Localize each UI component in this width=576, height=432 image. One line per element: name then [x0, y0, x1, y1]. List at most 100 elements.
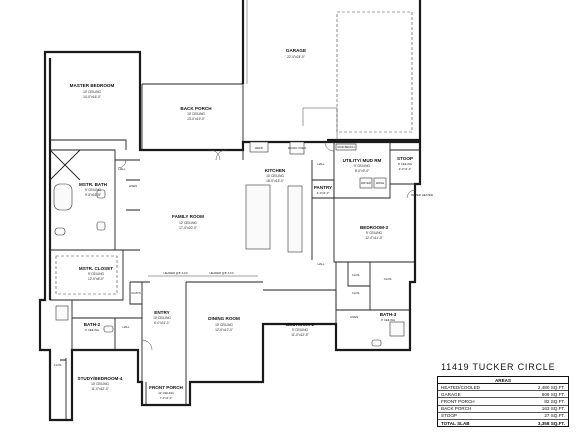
utility-name: UTILITY/ MUD RM	[343, 158, 382, 163]
closet-label: CLOS.	[54, 363, 63, 367]
utility-size: 8'-0"x9'-0"	[355, 169, 369, 173]
bedroom-2-ceiling: 9' CEILING	[292, 328, 309, 332]
plan-title: 11419 TUCKER CIRCLE	[441, 362, 556, 372]
areas-table: AREAS HEATED/COOLED 2,480 SQ.FT. GARAGE …	[437, 376, 569, 428]
stoop-ceiling: 8' CEILING	[398, 162, 412, 166]
front-porch-size: 7'-0"x6'-0"	[160, 396, 173, 400]
bath-2: BATH-2 9' CEILING HALL	[55, 300, 142, 350]
exterior-walls	[38, 50, 422, 422]
linen-label: LINEN	[129, 184, 137, 188]
dryer-label: DRYER	[361, 181, 371, 185]
areas-row: FRONT PORCH 82 SQ.FT.	[438, 398, 568, 406]
bath-3-ceiling: 9' CEILING	[381, 318, 395, 322]
areas-row-value: 3,358 SQ.FT.	[537, 420, 565, 426]
master-bedroom-size: 14'-0"x16'-0"	[83, 95, 101, 99]
areas-row-value: 606 SQ.FT.	[541, 391, 565, 397]
areas-row: HEATED/COOLED 2,480 SQ.FT.	[438, 384, 568, 392]
kitchen: REFR MICRO OVEN KITCHEN 10' CEILING 16'-…	[242, 141, 306, 253]
stoop-name: STOOP	[397, 156, 413, 161]
linen-label: LINEN	[350, 315, 358, 319]
utility-room: MUD BENCH DRYER WASH UTILITY/ MUD RM 9' …	[333, 142, 391, 199]
areas-row-label: HEATED/COOLED	[441, 384, 480, 390]
bath-2-ceiling: 9' CEILING	[85, 328, 99, 332]
mud-bench	[335, 143, 357, 151]
shower	[389, 321, 405, 337]
wash-label: WASH	[376, 181, 384, 185]
areas-row-label: GARAGE	[441, 391, 461, 397]
areas-row: STOOP 27 SQ.FT.	[438, 413, 568, 420]
sink-icon	[96, 189, 106, 199]
kitchen-counter	[287, 185, 303, 253]
study-bedroom-4: CLOS. STUDY/BEDROOM-4 10' CEILING 11'-0"…	[54, 349, 138, 420]
utility-ceiling: 9' CEILING	[354, 164, 371, 168]
areas-row: BACK PORCH 163 SQ.FT.	[438, 406, 568, 413]
kitchen-name: KITCHEN	[265, 168, 286, 173]
bedroom-3-size: 12'-0"x11'-0"	[365, 236, 383, 240]
study-name: STUDY/BEDROOM-4	[78, 376, 123, 381]
hall-label: HALL	[318, 262, 325, 266]
master-bath-ceiling: 9' CEILING	[85, 188, 102, 192]
refrigerator-label: REFR	[255, 146, 263, 150]
refrigerator	[249, 141, 269, 153]
areas-row-value: 2,480 SQ.FT.	[537, 384, 565, 390]
pantry-size: 4'-0"x5'-0"	[317, 191, 330, 195]
dining-room-size: 12'-0"x12'-0"	[215, 328, 233, 332]
right-wing-closets: CLOS. CLOS. CLOS. BATH-3 9' CEILING LINE…	[335, 262, 410, 347]
bedroom-2-name: BEDROOM-2	[286, 322, 315, 327]
entry: COATS ENTRY 10' CEILING 6'-0"x11'-1"	[129, 281, 171, 382]
family-room: HEADER @8' A.F.F. HEADER @8' A.F.F. FAMI…	[148, 214, 258, 277]
master-bedroom-name: MASTER BEDROOM	[70, 83, 115, 88]
entry-size: 6'-0"x11'-1"	[154, 321, 170, 325]
bedroom-3: BEDROOM-3 9' CEILING 12'-0"x11'-0"	[333, 198, 415, 263]
master-hall: HALL LINEN	[115, 159, 140, 251]
toilet-icon	[371, 339, 382, 347]
family-room-name: FAMILY ROOM	[172, 214, 204, 219]
master-closet-size: 12'-0"x8'-0"	[88, 277, 104, 281]
pantry: HALL PANTRY 4'-0"x5'-0" HALL	[311, 160, 335, 266]
areas-row-value: 82 SQ.FT.	[544, 398, 565, 404]
bath-2-name: BATH-2	[84, 322, 101, 327]
areas-row: GARAGE 606 SQ.FT.	[438, 391, 568, 399]
sink-icon	[96, 221, 106, 231]
areas-row-label: FRONT PORCH	[441, 398, 475, 404]
front-porch-ceiling: 10' CEILING	[158, 391, 174, 395]
back-porch-name: BACK PORCH	[180, 106, 212, 111]
garage-name: GARAGE	[286, 48, 306, 53]
bathtub-icon	[53, 183, 73, 211]
back-porch-size: 13'-0"x19'-0"	[187, 117, 205, 121]
study-size: 11'-0"x12'-0"	[91, 387, 109, 391]
header-label: HEADER @8' A.F.F.	[164, 271, 189, 275]
microwave-label: MICRO OVEN	[288, 146, 306, 150]
microwave-oven	[289, 141, 305, 155]
hall-label: HALL	[123, 325, 130, 329]
hall-label: HALL	[119, 167, 126, 171]
water-heater-label: WATER HEATER	[411, 193, 433, 197]
areas-header: AREAS	[438, 377, 568, 384]
master-closet: MSTR. CLOSET 9' CEILING 12'-0"x8'-0"	[49, 249, 124, 301]
garage: GARAGE 22'-0"x24'-0"	[241, 0, 422, 142]
family-room-ceiling: 12' CEILING	[179, 221, 197, 225]
garage-size: 22'-0"x24'-0"	[287, 55, 305, 59]
master-bath-name: MSTR. BATH	[79, 182, 108, 187]
areas-row-value: 27 SQ.FT.	[544, 413, 565, 419]
dining-room-ceiling: 10' CEILING	[215, 323, 233, 327]
entry-ceiling: 10' CEILING	[153, 316, 171, 320]
stoop: STOOP 8' CEILING 9'-0"x3'-0" WATER HEATE…	[390, 149, 433, 197]
family-room-size: 17'-0"x20'-0"	[179, 226, 197, 230]
kitchen-ceiling: 10' CEILING	[266, 174, 284, 178]
toilet-icon	[103, 325, 114, 333]
master-bath: MSTR. BATH 9' CEILING 9'-5"x16'-5"	[49, 149, 116, 251]
master-bedroom-ceiling: 10' CEILING	[83, 90, 101, 94]
study-ceiling: 10' CEILING	[91, 382, 109, 386]
dryer	[359, 177, 373, 189]
closet-label: CLOS.	[352, 273, 361, 277]
kitchen-island	[245, 184, 271, 250]
hall-label: HALL	[318, 162, 325, 166]
areas-row-label: TOTAL SLAB	[441, 420, 470, 426]
bedroom-2: BEDROOM-2 9' CEILING 11'-0"x12'-0"	[263, 289, 337, 337]
front-porch-name: FRONT PORCH	[149, 385, 183, 390]
closet-label: CLOS.	[352, 291, 361, 295]
back-porch-ceiling: 10' CEILING	[187, 112, 205, 116]
dining-room: DINING ROOM 10' CEILING 12'-0"x12'-0"	[185, 281, 263, 382]
